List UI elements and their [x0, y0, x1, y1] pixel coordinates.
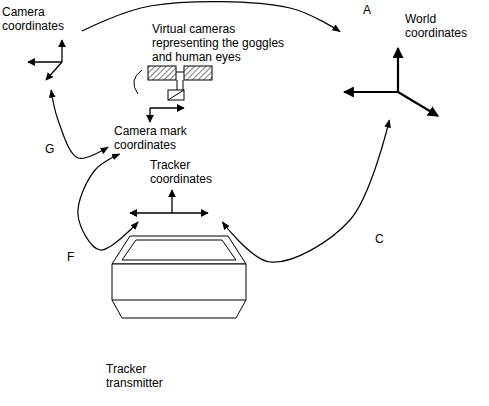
world-axes — [344, 48, 438, 116]
transform-arc — [222, 120, 389, 262]
coordinate-frame: World coordinates — [340, 10, 482, 120]
transform-arc — [51, 90, 108, 158]
coordinate-frame: Camera coordinates — [0, 2, 82, 90]
transform-label: C — [374, 232, 385, 246]
caption-label: Virtual cameras representing the goggles… — [152, 22, 302, 64]
tracker-transmitter-box — [112, 236, 246, 318]
transform-label: F — [66, 250, 75, 264]
caption-label: Tracker transmitter — [106, 362, 178, 390]
transform-label: G — [44, 142, 55, 156]
frame-label: Tracker coordinates — [150, 158, 224, 186]
coordinate-frame: Camera mark coordinates — [108, 104, 208, 154]
tracker-axes — [130, 190, 208, 213]
camera-axes — [28, 40, 62, 80]
coordinate-frame: Tracker coordinates — [128, 156, 238, 222]
frame-label: World coordinates — [405, 12, 479, 40]
goggles-illustration — [134, 66, 212, 100]
transform-arc — [78, 154, 138, 250]
frame-label: Camera coordinates — [2, 5, 74, 33]
camera-mark-axes — [150, 108, 184, 122]
frame-label: Camera mark coordinates — [114, 124, 194, 152]
transform-label: A — [362, 3, 372, 17]
